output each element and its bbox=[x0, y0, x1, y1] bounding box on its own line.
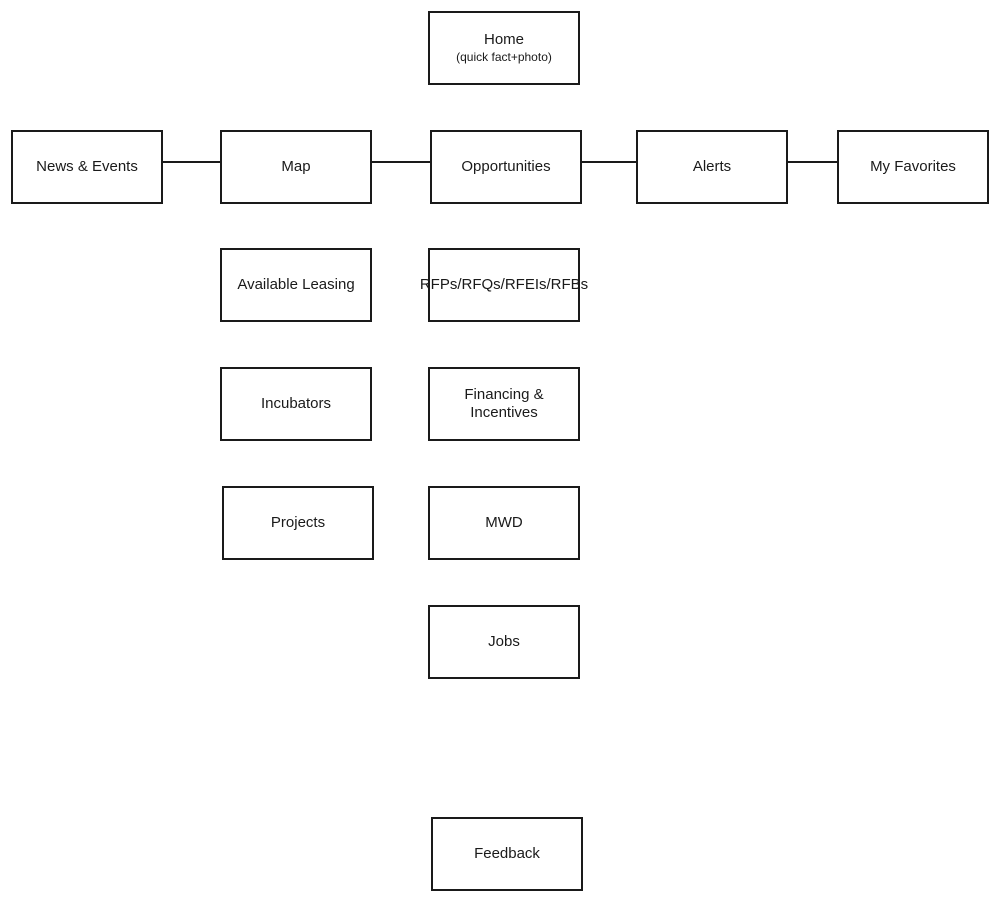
node-home-label: Home bbox=[483, 31, 524, 48]
node-home-sublabel: (quick fact+photo) bbox=[456, 50, 552, 64]
node-rfps-label: RFPs/RFQs/RFEIs/RFBs bbox=[419, 276, 589, 293]
node-available-leasing-label: Available Leasing bbox=[237, 276, 355, 293]
node-opportunities-label: Opportunities bbox=[461, 158, 551, 175]
node-map-label: Map bbox=[281, 158, 311, 175]
node-mwd[interactable]: MWD bbox=[428, 486, 580, 560]
node-map[interactable]: Map bbox=[220, 130, 372, 204]
node-my-favorites-label: My Favorites bbox=[870, 158, 956, 175]
node-alerts-label: Alerts bbox=[692, 158, 732, 175]
node-feedback-label: Feedback bbox=[474, 845, 540, 862]
node-opportunities[interactable]: Opportunities bbox=[430, 130, 582, 204]
node-my-favorites[interactable]: My Favorites bbox=[837, 130, 989, 204]
node-feedback[interactable]: Feedback bbox=[431, 817, 583, 891]
node-alerts[interactable]: Alerts bbox=[636, 130, 788, 204]
node-news-events[interactable]: News & Events bbox=[11, 130, 163, 204]
node-available-leasing[interactable]: Available Leasing bbox=[220, 248, 372, 322]
node-news-events-label: News & Events bbox=[36, 158, 138, 175]
node-rfps[interactable]: RFPs/RFQs/RFEIs/RFBs bbox=[420, 248, 588, 322]
node-home[interactable]: Home (quick fact+photo) bbox=[428, 11, 580, 85]
node-jobs-label: Jobs bbox=[488, 633, 520, 650]
node-financing-incentives-label: Financing & Incentives bbox=[464, 386, 544, 421]
node-incubators[interactable]: Incubators bbox=[220, 367, 372, 441]
node-incubators-label: Incubators bbox=[260, 395, 332, 412]
node-projects-label: Projects bbox=[270, 514, 326, 531]
node-financing-incentives[interactable]: Financing & Incentives bbox=[428, 367, 580, 441]
node-mwd-label: MWD bbox=[485, 514, 523, 531]
node-jobs[interactable]: Jobs bbox=[428, 605, 580, 679]
node-projects[interactable]: Projects bbox=[222, 486, 374, 560]
